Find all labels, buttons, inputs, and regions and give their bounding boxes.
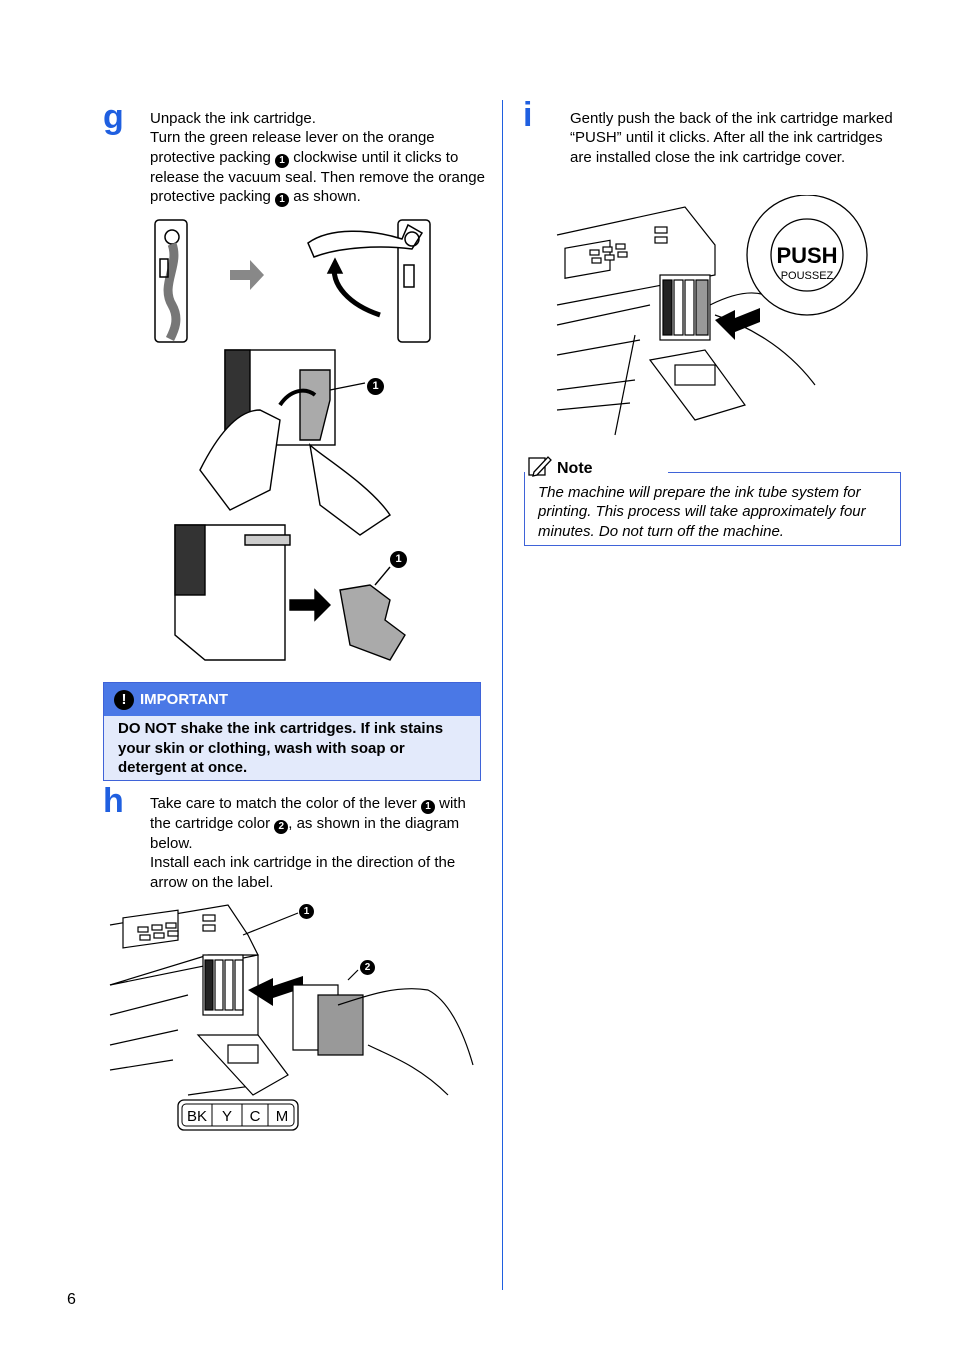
page-number: 6: [67, 1291, 76, 1308]
step-g-line1: Unpack the ink cartridge.: [150, 110, 316, 127]
step-letter-h: h: [103, 782, 124, 820]
cartridge-in-hand-illustration: [292, 984, 474, 1096]
callout-1-icon: 1: [275, 153, 290, 168]
color-label-m: M: [276, 1108, 289, 1125]
packing-after-illustration: [307, 219, 431, 343]
callout-1-icon: 1: [420, 800, 435, 814]
packing-before-illustration: [154, 219, 188, 343]
step-h-instructions: Take care to match the color of the leve…: [150, 794, 485, 853]
step-h-text-c: , as shown in the diagram below.: [150, 815, 460, 852]
insert-arrow-icon: [248, 976, 303, 1006]
figure-install-cartridge: BK Y C M: [109, 904, 474, 1131]
important-header: ! IMPORTANT: [104, 683, 480, 716]
callout-1-icon: 1: [390, 551, 407, 568]
color-order-label: BK Y C M: [177, 1099, 299, 1131]
note-box: [524, 472, 901, 546]
step-g-text-b: clockwise until it clicks to release the…: [150, 148, 485, 205]
color-label-y: Y: [222, 1108, 232, 1125]
step-h-text-b: with the cartridge color: [150, 795, 466, 832]
push-label: PUSH: [776, 243, 837, 268]
note-top-rule: [668, 472, 900, 473]
cartridge-hands-illustration: [199, 349, 391, 536]
step-i-text: Gently push the back of the ink cartridg…: [570, 110, 893, 166]
arrow-right-icon: [230, 260, 264, 290]
color-label-bk: BK: [187, 1108, 207, 1125]
printer-illustration: [109, 904, 359, 1096]
step-g-text: Unpack the ink cartridge. Turn the green…: [150, 109, 485, 207]
figure-h-callout-2: 2: [360, 956, 375, 975]
step-letter-g: g: [103, 98, 124, 136]
figure-g-callout-a: 1: [367, 375, 384, 395]
step-g-text-a: Turn the green release lever on the oran…: [150, 129, 435, 166]
important-text: DO NOT shake the ink cartridges. If ink …: [118, 720, 444, 776]
printer-illustration: [556, 206, 816, 436]
step-h-text: Take care to match the color of the leve…: [150, 794, 485, 892]
pencil-icon: [528, 455, 552, 477]
figure-unpack-cartridge: [154, 219, 431, 661]
cartridge-removal-illustration: [174, 524, 406, 661]
step-letter-i: i: [523, 96, 533, 134]
callout-1-icon: 1: [275, 192, 290, 207]
callout-1-icon: 1: [367, 378, 384, 395]
figure-h-callout-1: 1: [299, 900, 314, 919]
callout-1-icon: 1: [299, 904, 314, 919]
figure-push-cartridge: PUSH POUSSEZ: [556, 195, 868, 436]
important-box: ! IMPORTANT DO NOT shake the ink cartrid…: [103, 682, 481, 781]
step-h-line2: Install each ink cartridge in the direct…: [150, 854, 456, 891]
callout-2-icon: 2: [360, 960, 375, 975]
column-divider: [502, 100, 503, 1290]
push-arrow-icon: [715, 308, 760, 340]
figure-g-callout-b: 1: [390, 548, 407, 568]
poussez-label: POUSSEZ: [781, 270, 834, 282]
push-magnifier: PUSH POUSSEZ: [746, 195, 868, 316]
callout-2-icon: 2: [274, 820, 289, 834]
important-label: IMPORTANT: [140, 691, 229, 708]
step-g-text-c: as shown.: [289, 187, 361, 205]
step-g-instructions: Turn the green release lever on the oran…: [150, 128, 485, 207]
color-label-c: C: [250, 1108, 261, 1125]
step-h-text-a: Take care to match the color of the leve…: [150, 795, 421, 812]
exclamation-icon: !: [114, 690, 134, 710]
note-label: Note: [557, 460, 593, 477]
note-text: The machine will prepare the ink tube sy…: [538, 484, 866, 540]
